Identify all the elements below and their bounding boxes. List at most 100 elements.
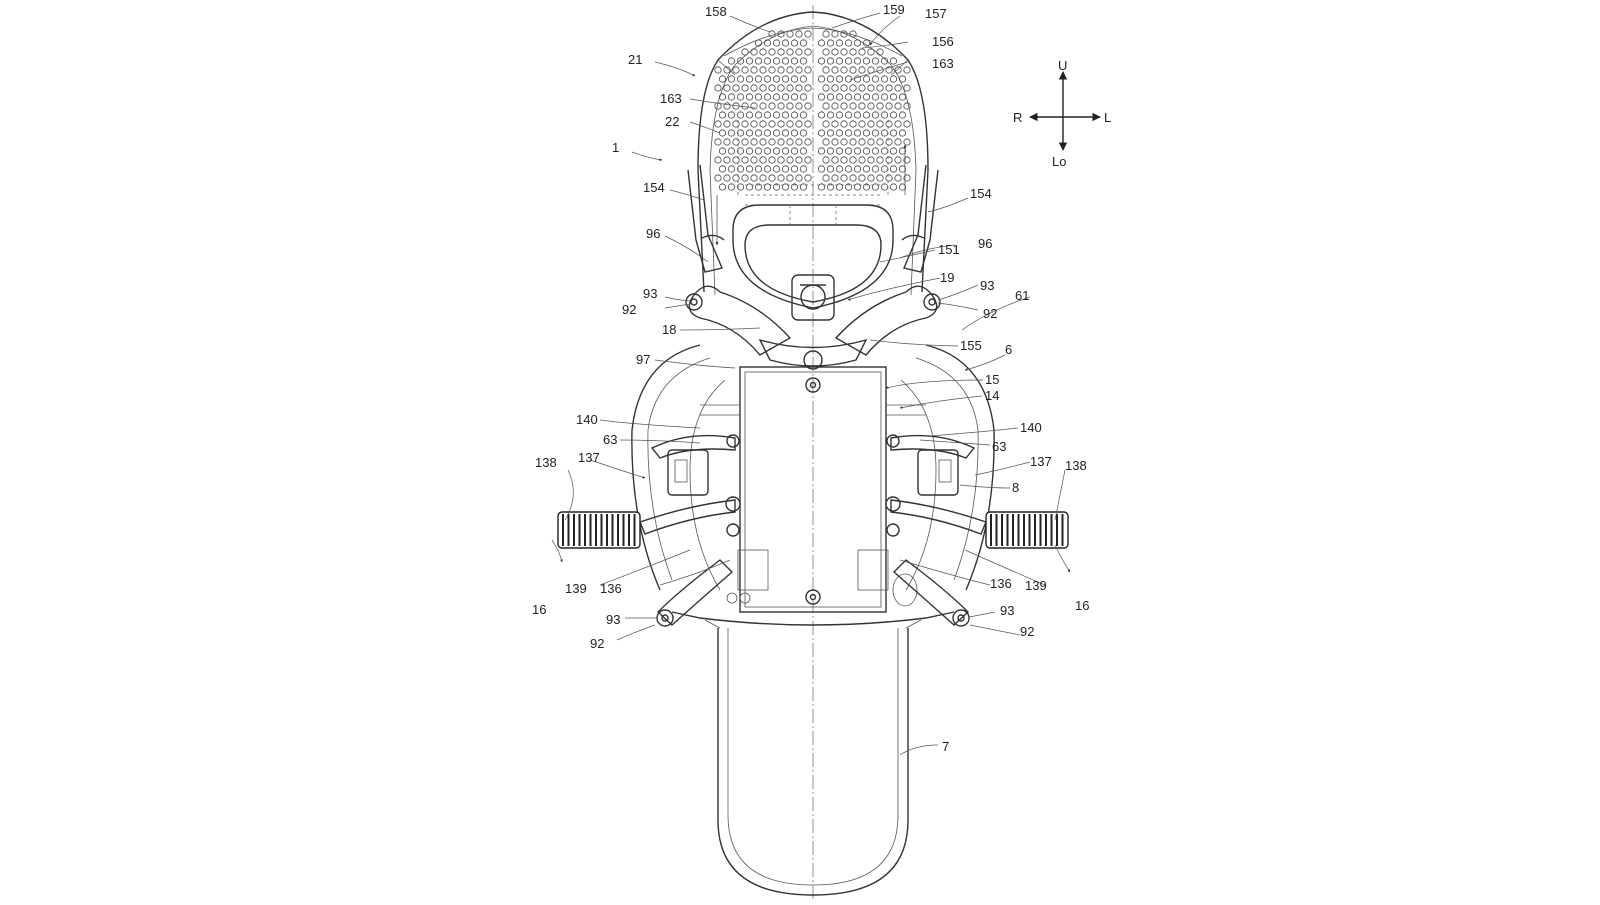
led-dot (858, 120, 866, 128)
led-dot (876, 48, 884, 56)
led-dot (718, 183, 727, 191)
led-dot (777, 138, 785, 146)
led-dot (889, 93, 898, 101)
led-dot (898, 93, 907, 101)
led-dot (898, 129, 907, 137)
ref-label: 151 (938, 242, 960, 257)
led-dot (714, 66, 722, 74)
led-dot (754, 39, 763, 47)
led-dot (844, 183, 853, 191)
led-dot (858, 102, 866, 110)
led-dot (826, 57, 835, 65)
led-dot (768, 30, 776, 38)
led-dot (822, 174, 830, 182)
led-dot (894, 84, 902, 92)
led-dot (885, 156, 893, 164)
led-dot (736, 183, 745, 191)
led-dot (736, 75, 745, 83)
led-dot (736, 129, 745, 137)
led-dot (763, 57, 772, 65)
led-dot (799, 183, 808, 191)
led-dot (849, 84, 857, 92)
led-dot (714, 156, 722, 164)
ref-label: 93 (980, 278, 994, 293)
headlight-led-array (714, 30, 911, 191)
led-dot (835, 111, 844, 119)
ref-label: 138 (535, 455, 557, 470)
led-dot (858, 174, 866, 182)
led-dot (849, 174, 857, 182)
led-dot (826, 39, 835, 47)
led-dot (849, 120, 857, 128)
led-dot (781, 39, 790, 47)
led-dot (763, 93, 772, 101)
led-dot (840, 120, 848, 128)
side-pipes (687, 164, 939, 273)
led-dot (871, 129, 880, 137)
led-dot (750, 66, 758, 74)
led-dot (732, 120, 740, 128)
handle-arms (639, 496, 987, 537)
ref-label: 156 (932, 34, 954, 49)
led-dot (889, 147, 898, 155)
ref-label: 93 (1000, 603, 1014, 618)
led-dot (790, 129, 799, 137)
led-dot (745, 93, 754, 101)
led-dot (750, 120, 758, 128)
led-dot (790, 57, 799, 65)
led-dot (745, 147, 754, 155)
led-dot (885, 120, 893, 128)
led-dot (822, 84, 830, 92)
led-dot (754, 75, 763, 83)
led-dot (835, 57, 844, 65)
led-dot (871, 183, 880, 191)
led-dot (736, 93, 745, 101)
led-dot (795, 30, 803, 38)
led-dot (790, 147, 799, 155)
led-dot (844, 93, 853, 101)
led-dot (723, 102, 731, 110)
ref-label: 22 (665, 114, 679, 129)
led-dot (804, 138, 812, 146)
led-dot (759, 138, 767, 146)
led-dot (750, 174, 758, 182)
led-dot (885, 84, 893, 92)
handlebar-grip-right (557, 511, 641, 549)
led-dot (858, 156, 866, 164)
ref-label: 21 (628, 52, 642, 67)
led-dot (871, 165, 880, 173)
ref-label: 16 (532, 602, 546, 617)
led-dot (790, 93, 799, 101)
led-dot (831, 138, 839, 146)
steering-head (791, 274, 835, 321)
led-dot (741, 138, 749, 146)
led-dot (831, 120, 839, 128)
ref-label: 1 (612, 140, 619, 155)
led-dot (763, 75, 772, 83)
led-dot (880, 75, 889, 83)
led-dot (817, 111, 826, 119)
led-dot (795, 156, 803, 164)
led-dot (831, 102, 839, 110)
led-dot (903, 156, 911, 164)
led-dot (840, 174, 848, 182)
led-dot (840, 138, 848, 146)
led-dot (876, 156, 884, 164)
led-dot (898, 75, 907, 83)
led-dot (799, 93, 808, 101)
ref-label: 93 (643, 286, 657, 301)
ref-label: 18 (662, 322, 676, 337)
led-dot (718, 165, 727, 173)
led-dot (799, 57, 808, 65)
upper-suspension-arms (685, 285, 941, 370)
led-dot (894, 174, 902, 182)
led-dot (876, 102, 884, 110)
led-dot (759, 120, 767, 128)
led-dot (763, 39, 772, 47)
led-dot (853, 183, 862, 191)
led-dot (777, 48, 785, 56)
led-dot (844, 165, 853, 173)
led-dot (786, 48, 794, 56)
led-dot (750, 84, 758, 92)
